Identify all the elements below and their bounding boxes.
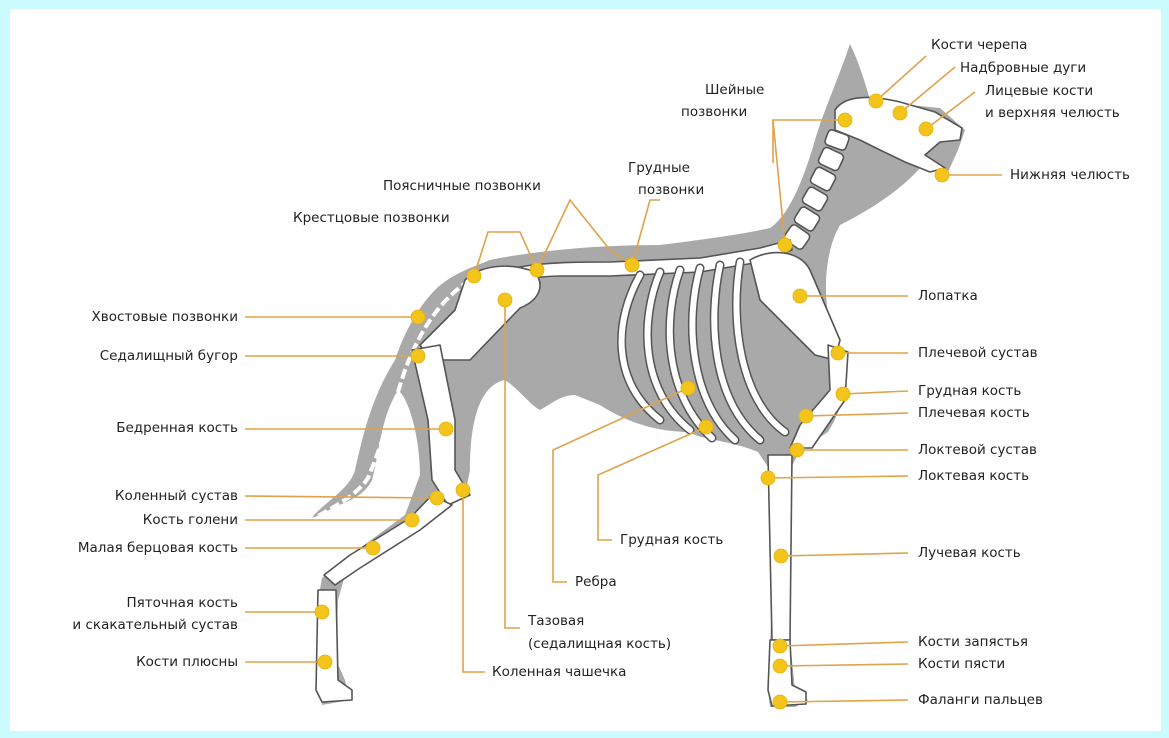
marker xyxy=(773,659,787,673)
label-thoracic-2: позвонки xyxy=(638,182,704,198)
label-ulna: Локтевая кость xyxy=(918,468,1029,484)
label-phalanges: Фаланги пальцев xyxy=(918,692,1043,708)
marker xyxy=(893,106,907,120)
label-jaw: Нижняя челюсть xyxy=(1010,167,1130,183)
marker xyxy=(366,541,380,555)
label-lumbar: Поясничные позвонки xyxy=(383,178,541,194)
label-humerus: Плечевая кость xyxy=(918,405,1030,421)
label-skull: Кости черепа xyxy=(931,37,1027,53)
marker xyxy=(318,655,332,669)
marker xyxy=(681,381,695,395)
label-face-1: Лицевые кости xyxy=(985,83,1093,99)
fore-paw xyxy=(768,640,806,706)
marker xyxy=(935,168,949,182)
diagram-frame: Кости черепа Надбровные дуги Лицевые кос… xyxy=(10,9,1161,731)
marker xyxy=(793,289,807,303)
label-shoulder: Плечевой сустав xyxy=(918,345,1038,361)
label-heel-2: и скакательный сустав xyxy=(72,617,238,633)
label-sternum: Грудная кость xyxy=(918,383,1021,399)
marker xyxy=(498,293,512,307)
label-cervical-2: позвонки xyxy=(681,104,747,120)
marker xyxy=(761,471,775,485)
label-pelvis-1: Тазовая xyxy=(527,613,584,629)
label-femur: Бедренная кость xyxy=(116,420,238,436)
marker xyxy=(773,695,787,709)
marker xyxy=(790,443,804,457)
marker xyxy=(919,122,933,136)
label-heel-1: Пяточная кость xyxy=(126,595,238,611)
marker xyxy=(778,238,792,252)
label-elbow: Локтевой сустав xyxy=(918,442,1037,458)
marker xyxy=(467,269,481,283)
marker xyxy=(315,605,329,619)
label-tail: Хвостовые позвонки xyxy=(92,309,238,325)
marker xyxy=(699,420,713,434)
label-radius: Лучевая кость xyxy=(918,545,1021,561)
marker xyxy=(869,94,883,108)
label-ribs: Ребра xyxy=(575,574,617,590)
label-patella: Коленная чашечка xyxy=(492,664,626,680)
marker xyxy=(773,639,787,653)
label-thoracic-1: Грудные xyxy=(628,160,690,176)
label-sternum-low: Грудная кость xyxy=(620,532,723,548)
marker xyxy=(411,310,425,324)
marker xyxy=(405,513,419,527)
label-pelvis-2: (седалищная кость) xyxy=(528,636,671,652)
label-metatarsal: Кости плюсны xyxy=(136,654,238,670)
marker xyxy=(838,113,852,127)
marker xyxy=(774,549,788,563)
marker xyxy=(530,263,544,277)
label-fibula: Малая берцовая кость xyxy=(78,540,238,556)
marker xyxy=(836,387,850,401)
marker xyxy=(456,483,470,497)
marker xyxy=(439,422,453,436)
dog-skeleton-diagram: Кости черепа Надбровные дуги Лицевые кос… xyxy=(10,9,1161,731)
marker xyxy=(625,258,639,272)
label-brow: Надбровные дуги xyxy=(960,60,1086,76)
label-scapula: Лопатка xyxy=(918,288,978,304)
marker xyxy=(411,349,425,363)
label-knee: Коленный сустав xyxy=(115,488,238,504)
marker xyxy=(799,409,813,423)
label-face-2: и верхняя челюсть xyxy=(985,105,1120,121)
marker xyxy=(430,491,444,505)
tibia-bone xyxy=(324,495,452,585)
marker xyxy=(831,346,845,360)
label-ischial: Седалищный бугор xyxy=(100,348,238,364)
label-sacral: Крестцовые позвонки xyxy=(293,210,450,226)
label-tibia: Кость голени xyxy=(143,512,238,528)
label-carpal: Кости запястья xyxy=(918,634,1028,650)
label-metacarpal: Кости пясти xyxy=(918,656,1005,672)
label-cervical-1: Шейные xyxy=(705,82,764,98)
